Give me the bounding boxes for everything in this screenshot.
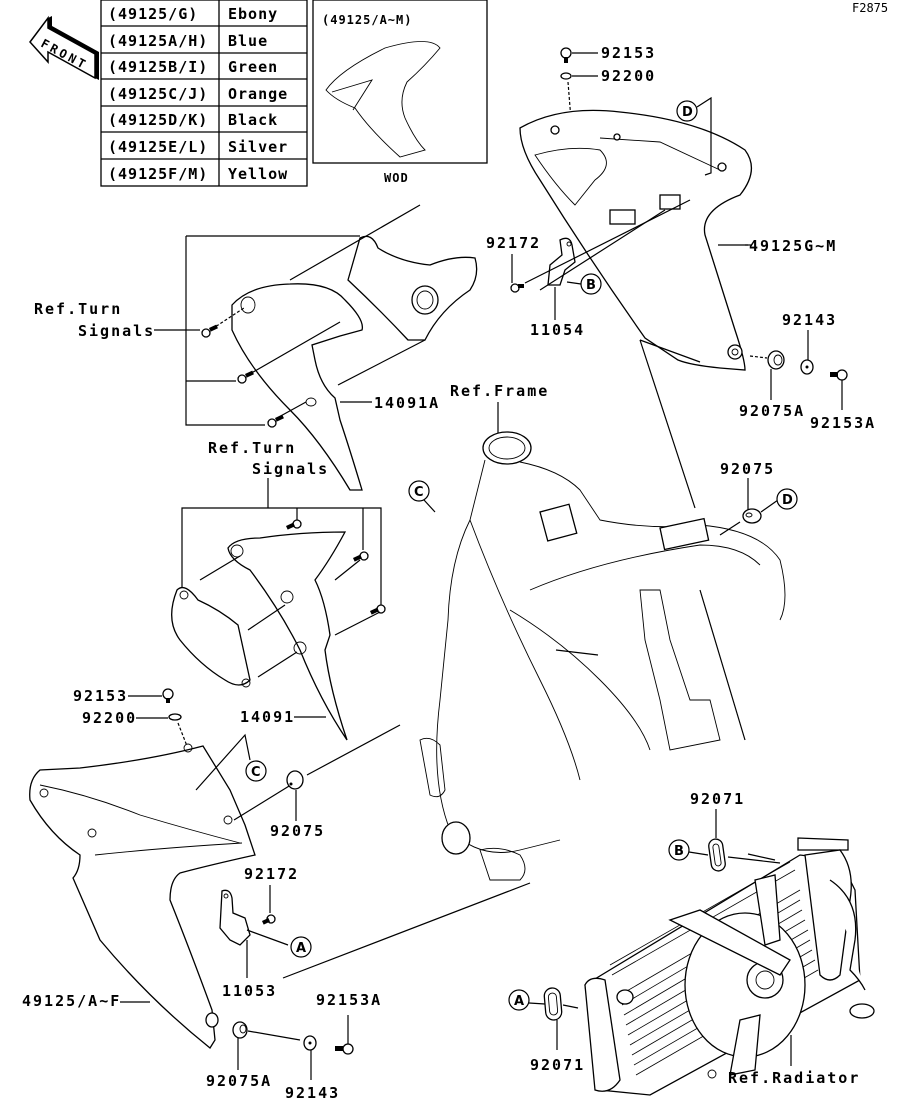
table-cell-color: Silver bbox=[228, 138, 288, 156]
label-11053: 11053 bbox=[222, 982, 277, 1000]
label-14091: 14091 bbox=[240, 708, 295, 726]
table-cell-color: Green bbox=[228, 58, 278, 76]
bracket-14091 bbox=[227, 531, 348, 741]
label-92172-bottom: 92172 bbox=[244, 865, 299, 883]
callout-b-top: B bbox=[566, 273, 602, 295]
label-92153-left: 92153 bbox=[73, 687, 128, 705]
grommet-92071-top bbox=[708, 838, 781, 872]
callout-d-right: D bbox=[760, 488, 798, 513]
bolt-92153A-top bbox=[830, 369, 848, 381]
table-cell-color: Yellow bbox=[228, 165, 288, 183]
label-92200-top: 92200 bbox=[601, 67, 656, 85]
color-table: (49125/G) Ebony (49125A/H) Blue (49125B/… bbox=[100, 0, 308, 187]
inset-box: (49125/A~M) WOD bbox=[312, 0, 488, 185]
label-92143-top: 92143 bbox=[782, 311, 837, 329]
table-cell-color: Blue bbox=[228, 32, 268, 50]
svg-text:B: B bbox=[674, 844, 684, 859]
label-49125AF: 49125/A~F bbox=[22, 992, 121, 1010]
bolt-92172-top bbox=[510, 283, 524, 293]
table-cell-part: (49125C/J) bbox=[108, 85, 208, 103]
table-cell-part: (49125B/I) bbox=[108, 58, 208, 76]
label-11054: 11054 bbox=[530, 321, 585, 339]
table-cell-color: Black bbox=[228, 111, 278, 129]
figure-code: F2875 bbox=[852, 1, 888, 15]
table-cell-part: (49125/G) bbox=[108, 5, 198, 23]
bolt-92172-bottom bbox=[262, 914, 276, 925]
ref-turn-signals-lower-1: Ref.Turn bbox=[208, 439, 296, 457]
table-cell-part: (49125A/H) bbox=[108, 32, 208, 50]
label-92075-left: 92075 bbox=[270, 822, 325, 840]
leader-ref-turn-signals-upper bbox=[154, 235, 360, 426]
callout-c-left: C bbox=[195, 733, 267, 791]
screw-upper-1 bbox=[201, 324, 218, 338]
side-cowl-right bbox=[519, 109, 752, 371]
svg-text:A: A bbox=[296, 941, 306, 956]
svg-text:D: D bbox=[782, 493, 793, 508]
turn-signal-lower bbox=[171, 555, 381, 688]
turn-signal-upper bbox=[289, 204, 478, 386]
svg-text:C: C bbox=[251, 765, 261, 780]
label-92143-bottom: 92143 bbox=[285, 1084, 340, 1102]
label-92071-top: 92071 bbox=[690, 790, 745, 808]
table-cell-color: Orange bbox=[228, 85, 288, 103]
bolt-92153-top bbox=[560, 47, 598, 63]
inset-caption: WOD bbox=[384, 171, 409, 185]
grommet-92075A-top bbox=[749, 350, 785, 370]
table-cell-color: Ebony bbox=[228, 5, 278, 23]
ref-turn-signals-upper-1: Ref.Turn bbox=[34, 300, 122, 318]
grommet-92071-bottom bbox=[543, 987, 579, 1021]
screw-upper-3 bbox=[267, 414, 284, 428]
svg-text:A: A bbox=[514, 994, 524, 1009]
bolt-92153A-bottom bbox=[335, 1043, 354, 1055]
table-cell-part: (49125E/L) bbox=[108, 138, 208, 156]
bracket-11054 bbox=[524, 199, 691, 291]
label-92071-bottom: 92071 bbox=[530, 1056, 585, 1074]
grommet-92075A-bottom bbox=[232, 1021, 301, 1041]
callout-a-radiator: A bbox=[508, 989, 546, 1011]
ref-turn-signals-upper-2: Signals bbox=[78, 322, 155, 340]
frame-drawing bbox=[419, 339, 786, 881]
front-arrow-icon: FRONT bbox=[29, 15, 99, 80]
callout-a-bottom: A bbox=[290, 936, 312, 958]
washer-92143-bottom bbox=[303, 1035, 317, 1051]
bracket-11053 bbox=[219, 882, 531, 979]
label-92075A-top: 92075A bbox=[739, 402, 805, 420]
ref-frame: Ref.Frame bbox=[450, 382, 549, 400]
svg-text:B: B bbox=[586, 278, 596, 293]
label-92153A-bottom: 92153A bbox=[316, 991, 382, 1009]
grommet-92075-left bbox=[286, 724, 401, 790]
callout-b-radiator: B bbox=[668, 839, 709, 861]
leader-ref-turn-signals-lower bbox=[181, 478, 382, 605]
washer-92200-left bbox=[168, 713, 188, 747]
radiator-drawing bbox=[584, 837, 875, 1096]
ref-turn-signals-lower-2: Signals bbox=[252, 460, 329, 478]
label-92153-top: 92153 bbox=[601, 44, 656, 62]
side-cowl-left bbox=[29, 743, 295, 1049]
inset-title: (49125/A~M) bbox=[322, 13, 412, 27]
table-cell-part: (49125D/K) bbox=[108, 111, 208, 129]
svg-text:D: D bbox=[682, 105, 693, 120]
label-14091A: 14091A bbox=[374, 394, 440, 412]
callout-c-frame: C bbox=[408, 480, 436, 513]
bracket-14091A bbox=[211, 283, 364, 491]
label-92075-right: 92075 bbox=[720, 460, 775, 478]
grommet-92075-right bbox=[719, 508, 762, 536]
label-92200-left: 92200 bbox=[82, 709, 137, 727]
svg-text:C: C bbox=[414, 485, 424, 500]
table-cell-part: (49125F/M) bbox=[108, 165, 208, 183]
label-92153A-top: 92153A bbox=[810, 414, 876, 432]
label-92172-top: 92172 bbox=[486, 234, 541, 252]
label-49125GM: 49125G~M bbox=[749, 237, 837, 255]
label-92075A-bottom: 92075A bbox=[206, 1072, 272, 1090]
lower-screws bbox=[285, 519, 386, 615]
bolt-92153-left bbox=[162, 688, 174, 703]
ref-radiator: Ref.Radiator bbox=[728, 1069, 860, 1087]
callout-d-top: D bbox=[676, 96, 712, 176]
washer-92143-top bbox=[800, 359, 814, 375]
